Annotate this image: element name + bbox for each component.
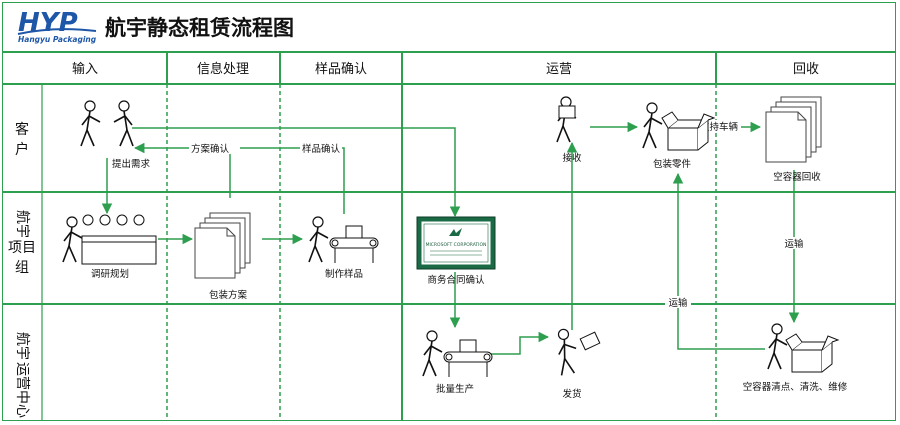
logo-brand: HYP: [18, 8, 78, 38]
column-header-sample: 样品确认: [315, 62, 367, 77]
row-label-project-team: 航宇 项目 组: [8, 210, 36, 276]
node-make-sample: 制作样品: [309, 217, 378, 280]
node-label-pack-parts: 包装零件: [653, 158, 692, 170]
node-label-container-clean: 空容器清点、清洗、维修: [743, 381, 848, 393]
document-stack-icon: [194, 212, 251, 279]
diagram-frame: [2, 2, 896, 421]
row-label-ops-2: 运营: [14, 362, 30, 390]
edge-label-transport-up: 运输: [668, 297, 688, 309]
node-contract: MICROSOFT CORPORATION 商务合同确认: [416, 216, 496, 286]
node-demand: 提出需求: [80, 100, 151, 170]
node-label-research: 调研规划: [91, 268, 129, 280]
certificate-icon: MICROSOFT CORPORATION: [416, 216, 496, 270]
row-label-customer-2: 户: [15, 141, 29, 158]
node-pack-parts: 包装零件: [642, 102, 715, 170]
logo-tagline: Hangyu Packaging: [18, 35, 97, 44]
swimlane-grid: [3, 51, 896, 421]
column-headers: 输入 信息处理 样品确认 运营 回收: [72, 61, 819, 77]
arrow-sample-confirm: [240, 147, 345, 214]
pack-box-icon: [642, 102, 715, 151]
arrow-plan-confirm: [133, 142, 231, 198]
company-logo: HYP Hangyu Packaging: [17, 8, 97, 44]
node-label-receive: 接收: [562, 152, 582, 164]
node-label-mass-production: 批量生产: [436, 383, 474, 395]
handshake-icon: [80, 100, 134, 147]
clean-box-icon: [767, 323, 839, 373]
workbench-icon: [309, 217, 378, 263]
node-research: 调研规划: [62, 214, 157, 280]
row-label-ops-3: 中心: [14, 390, 30, 418]
meeting-icon: [62, 214, 157, 265]
carry-box-icon: [552, 326, 601, 377]
node-container-return: 空容器回收: [765, 96, 822, 183]
column-header-recovery: 回收: [793, 62, 819, 77]
arrow-production-to-ship: [485, 331, 550, 355]
node-label-package-plan: 包装方案: [209, 289, 248, 301]
node-receive: 接收: [556, 96, 582, 164]
production-icon: [423, 331, 492, 377]
node-label-contract: 商务合同确认: [427, 274, 485, 286]
column-header-processing: 信息处理: [197, 61, 249, 77]
row-labels: 客 户 航宇 项目 组 航宇 运营 中心: [8, 121, 36, 418]
row-label-project-3: 组: [15, 260, 29, 276]
arrow-customer-to-contract: [132, 127, 461, 218]
node-label-container-return: 空容器回收: [773, 171, 821, 183]
node-mass-production: 批量生产: [423, 331, 492, 395]
column-header-input: 输入: [72, 61, 98, 77]
page-title: 航宇静态租赁流程图: [105, 16, 294, 40]
node-package-plan: 包装方案: [194, 212, 251, 301]
node-label-demand: 提出需求: [112, 158, 151, 170]
row-label-project-2: 项目: [8, 240, 36, 256]
row-label-project-1: 航宇: [14, 210, 30, 238]
node-container-clean: 空容器清点、清洗、维修: [743, 323, 848, 393]
certificate-caption: MICROSOFT CORPORATION: [426, 242, 487, 248]
edge-label-transfer: 支持车辆: [700, 121, 739, 133]
document-stack-icon: [765, 96, 822, 163]
edge-label-sample-confirm: 样品确认: [302, 143, 341, 155]
arrow-clean-to-pack: [672, 172, 765, 350]
flow-arrows: [101, 121, 800, 355]
row-label-ops-1: 航宇: [14, 332, 30, 360]
row-label-ops-center: 航宇 运营 中心: [14, 332, 30, 418]
node-ship: 发货: [552, 326, 601, 400]
receive-box-icon: [556, 96, 577, 143]
edge-label-plan-confirm: 方案确认: [191, 143, 230, 155]
row-label-customer-1: 客: [15, 121, 29, 138]
node-label-make-sample: 制作样品: [325, 268, 363, 280]
row-label-customer: 客 户: [15, 121, 29, 158]
edge-label-transport-down: 运输: [784, 238, 804, 250]
node-label-ship: 发货: [562, 388, 581, 400]
column-header-operation: 运营: [546, 62, 572, 77]
